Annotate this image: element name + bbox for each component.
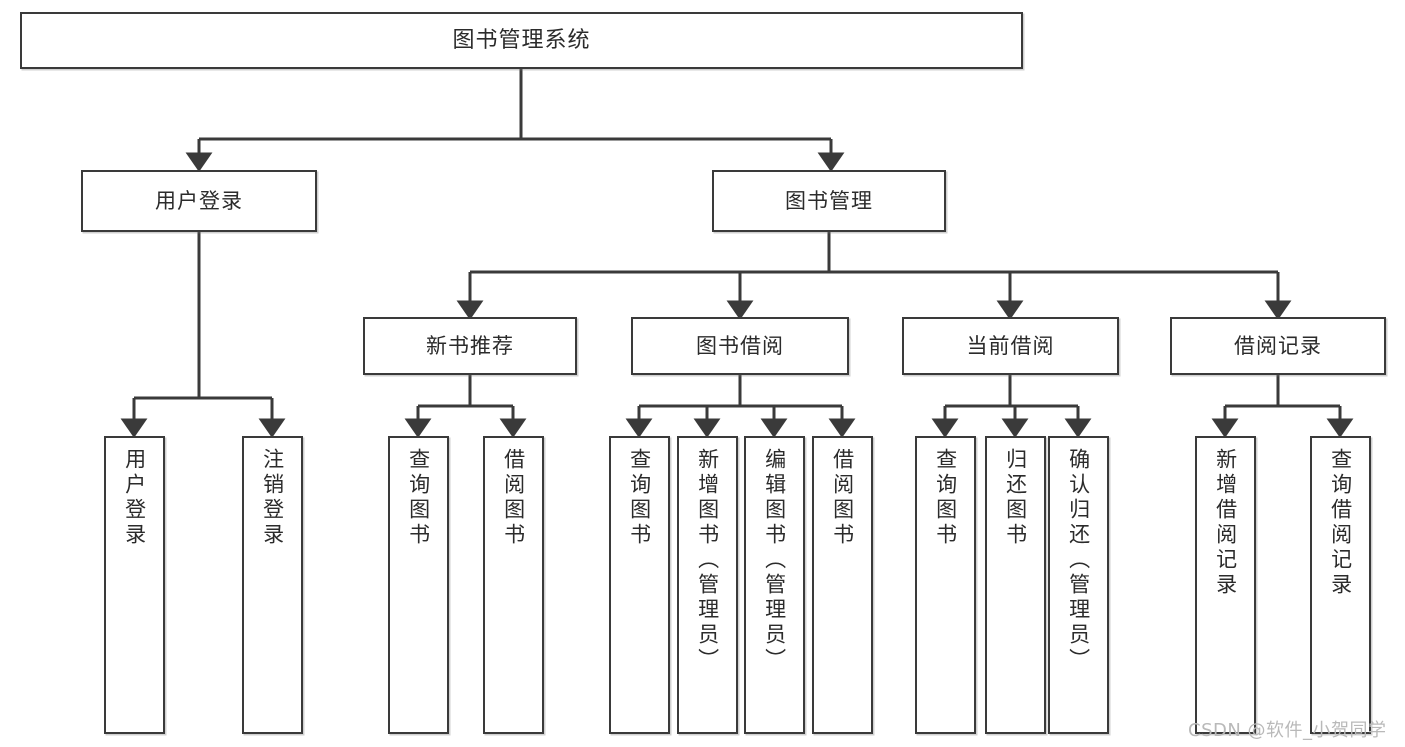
node-leaf-label: 借阅图书 [830, 448, 855, 548]
node-leaf-label: 查询借阅记录 [1328, 448, 1353, 598]
node-borrow-records-label: 借阅记录 [1234, 333, 1322, 358]
node-leaf-query-books-current[interactable]: 查询图书 [915, 436, 976, 734]
node-leaf-borrow-books[interactable]: 借阅图书 [812, 436, 873, 734]
node-leaf-label: 编辑图书（管理员） [762, 448, 787, 673]
node-root-label: 图书管理系统 [452, 27, 591, 53]
node-book-management-label: 图书管理 [785, 188, 873, 213]
node-book-management[interactable]: 图书管理 [712, 170, 946, 232]
node-leaf-borrow-books-new[interactable]: 借阅图书 [483, 436, 544, 734]
node-user-login-label: 用户登录 [155, 188, 243, 213]
node-leaf-add-book-admin[interactable]: 新增图书（管理员） [677, 436, 738, 734]
node-leaf-return-books[interactable]: 归还图书 [985, 436, 1046, 734]
node-leaf-label: 注销登录 [260, 448, 285, 548]
node-leaf-label: 查询图书 [627, 448, 652, 548]
node-leaf-edit-book-admin[interactable]: 编辑图书（管理员） [744, 436, 805, 734]
node-leaf-label: 查询图书 [406, 448, 431, 548]
node-leaf-label: 查询图书 [933, 448, 958, 548]
node-leaf-label: 归还图书 [1003, 448, 1028, 548]
node-leaf-confirm-return-admin[interactable]: 确认归还（管理员） [1048, 436, 1109, 734]
node-current-borrowing-label: 当前借阅 [966, 333, 1055, 358]
node-root-book-management-system[interactable]: 图书管理系统 [20, 12, 1023, 69]
csdn-watermark: CSDN @软件_小贺同学 [1188, 720, 1387, 741]
node-leaf-query-books-borrow[interactable]: 查询图书 [609, 436, 670, 734]
node-book-borrowing[interactable]: 图书借阅 [631, 317, 849, 375]
node-leaf-label: 新增借阅记录 [1213, 448, 1238, 598]
node-leaf-logout[interactable]: 注销登录 [242, 436, 303, 734]
node-user-login[interactable]: 用户登录 [81, 170, 317, 232]
node-leaf-label: 确认归还（管理员） [1066, 448, 1091, 673]
node-leaf-label: 用户登录 [122, 448, 147, 548]
node-borrow-records[interactable]: 借阅记录 [1170, 317, 1386, 375]
node-leaf-label: 新增图书（管理员） [695, 448, 720, 673]
node-current-borrowing[interactable]: 当前借阅 [902, 317, 1119, 375]
node-leaf-query-borrow-record[interactable]: 查询借阅记录 [1310, 436, 1371, 734]
node-new-book-recommendation[interactable]: 新书推荐 [363, 317, 577, 375]
node-leaf-add-borrow-record[interactable]: 新增借阅记录 [1195, 436, 1256, 734]
node-leaf-query-books-new[interactable]: 查询图书 [388, 436, 449, 734]
node-new-book-recommendation-label: 新书推荐 [426, 333, 514, 358]
node-book-borrowing-label: 图书借阅 [696, 333, 784, 358]
node-leaf-label: 借阅图书 [501, 448, 526, 548]
node-leaf-user-login[interactable]: 用户登录 [104, 436, 165, 734]
